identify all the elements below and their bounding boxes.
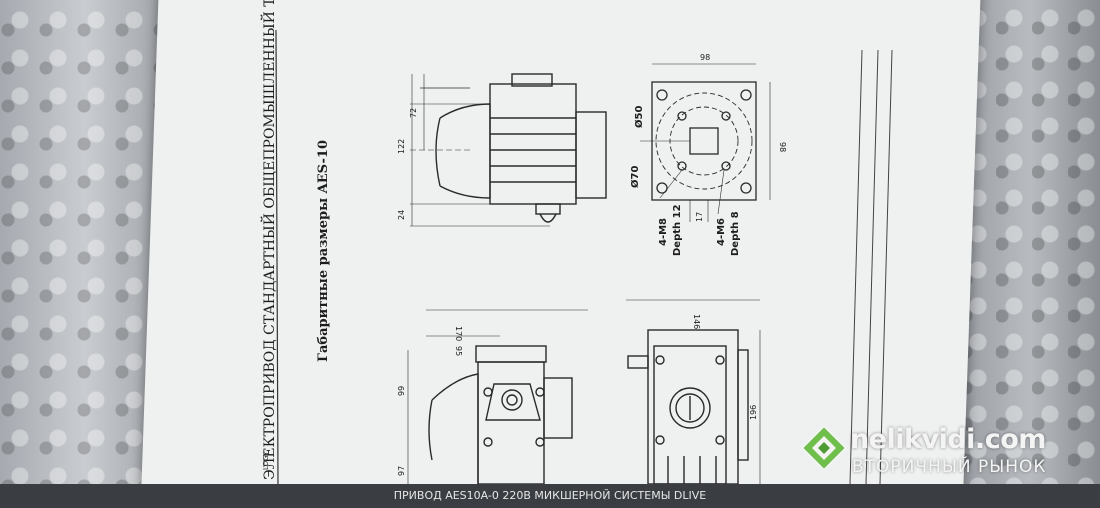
nelikvidi-logo-icon — [800, 424, 848, 472]
flange-view — [640, 63, 771, 222]
dim-95: 95 — [454, 346, 463, 356]
bubble-wrap-left — [0, 0, 170, 484]
dim-97: 97 — [397, 466, 406, 476]
dim-122: 122 — [397, 139, 406, 154]
note-depth-12: Depth 12 — [672, 204, 683, 256]
dim-98-side: 98 — [778, 142, 787, 152]
dim-146: 146 — [692, 314, 701, 329]
watermark-tagline: ВТОРИЧНЫЙ РЫНОК — [852, 457, 1047, 477]
front-view-actuator — [626, 299, 761, 484]
logo-fragment: LOGY — [262, 451, 270, 470]
watermark: nelikvidi.com ВТОРИЧНЫЙ РЫНОК — [800, 422, 1090, 478]
bubble-wrap-right — [960, 0, 1100, 484]
document-title: ЭЛЕКТРОПРИВОД СТАНДАРТНЫЙ ОБЩЕПРОМЫШЛЕНН… — [262, 0, 278, 480]
dim-17: 17 — [695, 212, 704, 222]
image-caption: ПРИВОД AES10A-0 220В МИКШЕРНОЙ СИСТЕМЫ D… — [0, 484, 1100, 508]
note-4-m8: 4-M8 — [658, 218, 669, 246]
top-view-actuator — [410, 73, 607, 227]
dim-72: 72 — [409, 108, 418, 118]
side-view-actuator — [407, 309, 588, 484]
document-subtitle: Габаритные размеры AES-10 — [316, 140, 331, 362]
watermark-brand: nelikvidi.com — [850, 424, 1046, 455]
dim-196: 196 — [749, 405, 758, 420]
dim-d70: Ø70 — [629, 166, 641, 188]
note-depth-8: Depth 8 — [730, 211, 741, 256]
dim-170: 170 — [454, 326, 463, 341]
photo: 72 122 24 98 98 Ø50 Ø70 17 4-M8 Depth 12 — [0, 0, 1100, 484]
note-4-m6: 4-M6 — [716, 218, 727, 246]
dim-d50: Ø50 — [633, 106, 645, 128]
dim-24: 24 — [397, 210, 406, 220]
dim-98-top: 98 — [700, 53, 710, 62]
dim-99: 99 — [397, 386, 406, 396]
technical-drawing: 72 122 24 98 98 Ø50 Ø70 17 4-M8 Depth 12 — [275, 29, 893, 484]
